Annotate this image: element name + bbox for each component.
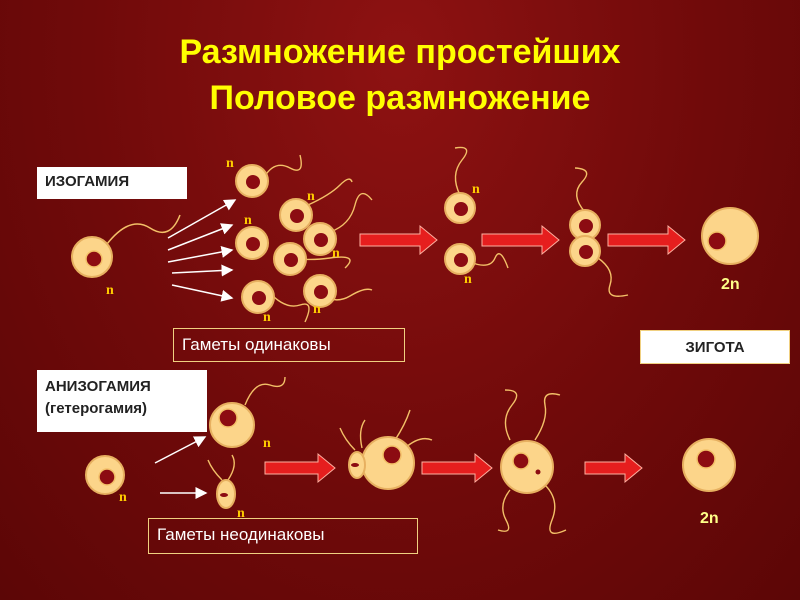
anisogamy-fertilization [339, 409, 433, 490]
ploidy-n-gamete-4: n [332, 246, 340, 261]
ploidy-n-gamete-5: n [313, 302, 321, 317]
anisogamy-caption: Гаметы неодинаковы [148, 518, 418, 554]
anisogamy-microgamete [207, 454, 236, 509]
isogamy-parent-cell [71, 214, 181, 278]
isogamy-caption: Гаметы одинаковы [173, 328, 405, 362]
anisogamy-label-line-1: АНИЗОГАМИЯ [45, 378, 151, 395]
ploidy-n-pair-bottom: n [464, 272, 472, 287]
ploidy-n-anisogamy-parent: n [119, 490, 127, 505]
isogamy-fusing-gametes [569, 167, 629, 297]
title-line-1: Размножение простейших [179, 33, 621, 71]
ploidy-n-pair-top: n [472, 182, 480, 197]
anisogamy-division-arrows [154, 436, 208, 499]
isogamy-pairing-gametes [444, 146, 509, 275]
ploidy-2n-anisogamy: 2n [700, 510, 719, 527]
isogamy-gametes [235, 154, 373, 323]
zygote-label: ЗИГОТА [640, 330, 790, 364]
ploidy-n-macrogamete: n [263, 436, 271, 451]
ploidy-n-microgamete: n [237, 506, 245, 521]
ploidy-n-gamete-3: n [244, 213, 252, 228]
isogamy-red-arrows [359, 224, 686, 256]
anisogamy-zygote [682, 438, 736, 492]
anisogamy-parent-cell [85, 455, 125, 495]
ploidy-n-isogamy-parent: n [106, 283, 114, 298]
ploidy-n-gamete-2: n [307, 189, 315, 204]
title-line-2: Половое размножение [209, 79, 591, 117]
anisogamy-label-line-2: (гетерогамия) [45, 400, 148, 417]
anisogamy-fusion-cell [497, 389, 567, 534]
anisogamy-red-arrows [264, 452, 643, 484]
isogamy-division-arrows [167, 199, 237, 302]
isogamy-zygote [701, 207, 759, 265]
ploidy-n-gamete-1: n [226, 156, 234, 171]
ploidy-2n-isogamy: 2n [721, 276, 740, 293]
ploidy-n-gamete-6: n [263, 310, 271, 325]
isogamy-label: ИЗОГАМИЯ [37, 167, 187, 199]
anisogamy-label: АНИЗОГАМИЯ (гетерогамия) [37, 370, 207, 432]
anisogamy-macrogamete [209, 376, 286, 448]
